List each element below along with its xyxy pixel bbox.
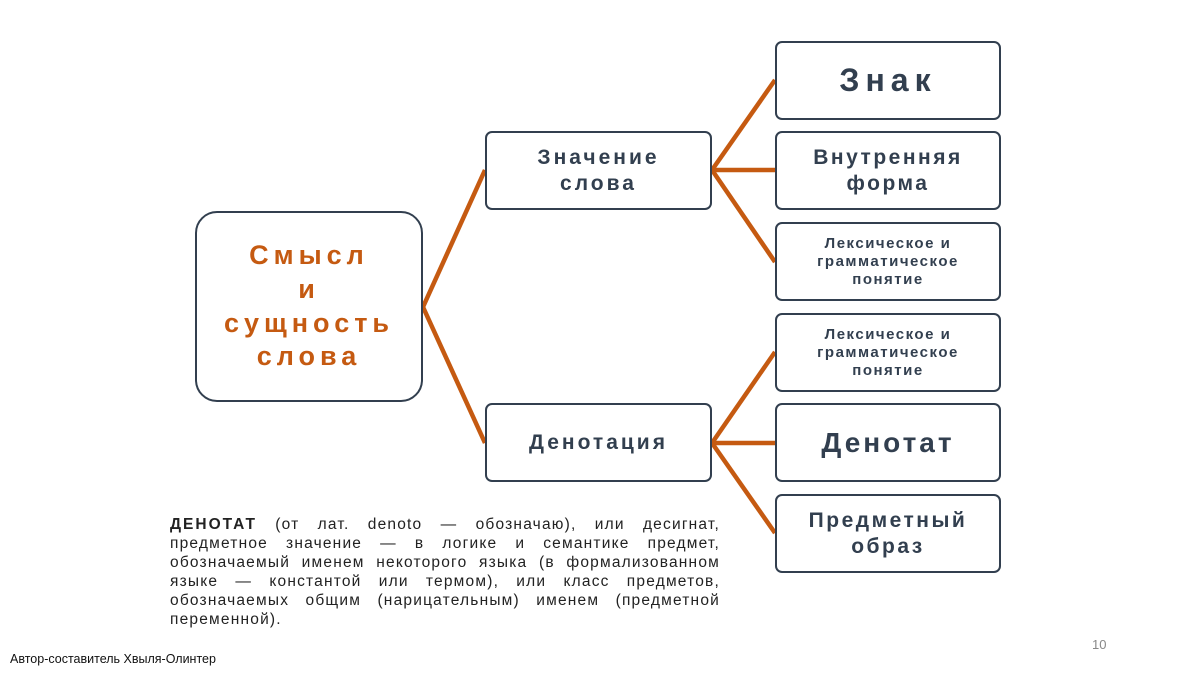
node-text: Знак <box>839 62 937 99</box>
node-text: и <box>298 273 320 304</box>
node-text: понятие <box>852 270 924 288</box>
leaf-concept-2: Лексическое и грамматическое понятие <box>775 313 1001 392</box>
node-text: сущность <box>223 307 395 338</box>
node-text: грамматическое <box>817 343 959 361</box>
connector <box>420 306 488 444</box>
connector <box>710 350 777 445</box>
leaf-sign: Знак <box>775 41 1001 120</box>
node-text: Внутренняя <box>813 146 963 170</box>
node-denotation: Денотация <box>485 403 712 482</box>
node-text: Значение <box>537 146 660 170</box>
page-number: 10 <box>1092 637 1107 652</box>
node-text: Денотат <box>821 426 955 458</box>
node-text: Лексическое и <box>824 325 952 343</box>
node-text: Смысл <box>249 240 369 270</box>
node-text: форма <box>846 171 930 195</box>
node-text: Денотация <box>529 430 668 454</box>
leaf-inner-form: Внутренняя форма <box>775 131 1001 210</box>
node-text: слова <box>560 171 637 195</box>
connector <box>710 168 777 264</box>
node-text: Предметный <box>808 509 968 533</box>
node-text: понятие <box>852 361 924 379</box>
connector <box>710 441 777 535</box>
connector <box>420 169 488 308</box>
definition-body: (от лат. denoto — обозначаю), или десигн… <box>170 516 720 628</box>
node-text: грамматическое <box>817 252 959 270</box>
node-text: слова <box>256 341 362 372</box>
node-text: Лексическое и <box>824 234 952 252</box>
leaf-object-image: Предметный образ <box>775 494 1001 573</box>
node-text: образ <box>851 534 925 558</box>
definition-term: ДЕНОТАТ <box>170 516 258 533</box>
leaf-concept: Лексическое и грамматическое понятие <box>775 222 1001 301</box>
author-footer: Автор-составитель Хвыля-Олинтер <box>10 652 216 666</box>
connector <box>710 78 777 172</box>
definition-text: ДЕНОТАТ (от лат. denoto — обозначаю), ил… <box>170 515 720 629</box>
leaf-denotat: Денотат <box>775 403 1001 482</box>
node-meaning: Значение слова <box>485 131 712 210</box>
root-node: Смысл и сущность слова <box>195 211 423 402</box>
